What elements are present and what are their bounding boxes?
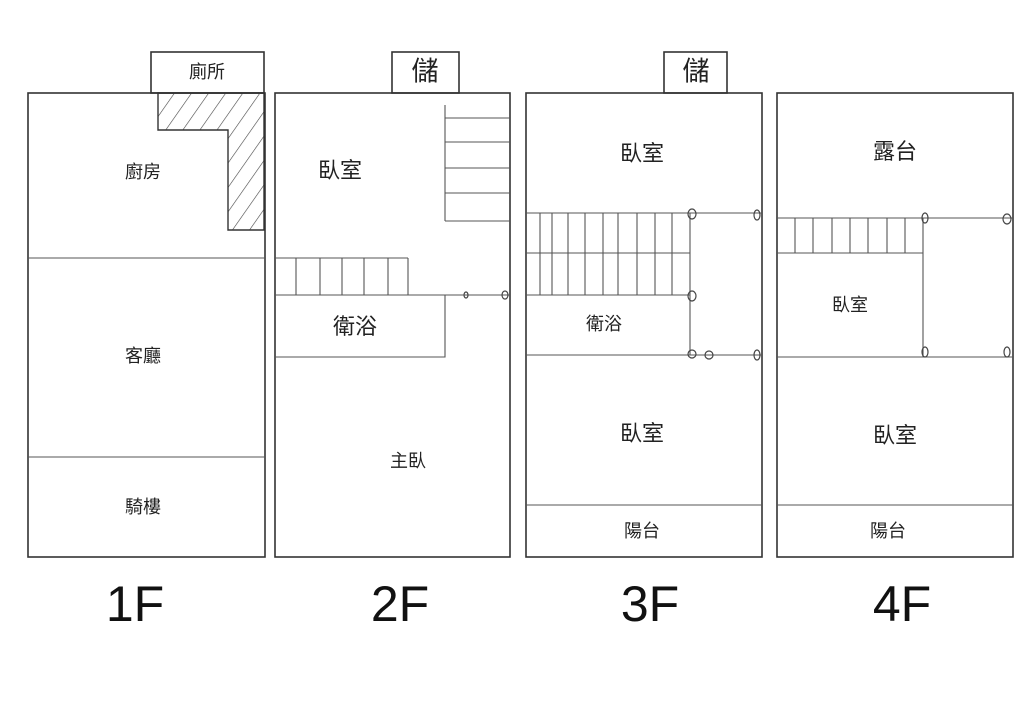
room-arcade: 騎樓	[125, 497, 161, 518]
room-bedroom-front: 臥室	[620, 142, 664, 167]
door-hinge-icon	[687, 208, 697, 220]
floor-1f-outline	[27, 92, 266, 558]
room-terrace: 露台	[873, 140, 917, 165]
door-hinge-icon	[1002, 213, 1012, 225]
room-kitchen: 廚房	[125, 161, 161, 183]
room-storage: 儲	[412, 57, 439, 88]
storage-box	[663, 51, 728, 94]
room-bath: 衛浴	[333, 315, 377, 340]
door-hinge-icon	[753, 349, 761, 361]
door-hinge-icon	[753, 209, 761, 221]
floor-1f: 廁所 廚房 客廳 騎樓 1F	[27, 51, 266, 632]
room-balcony: 陽台	[870, 521, 906, 542]
door-hinge-icon	[687, 290, 697, 302]
floor-2f-outline	[274, 92, 511, 558]
room-bedroom: 臥室	[873, 424, 917, 449]
room-living: 客廳	[125, 346, 161, 367]
floor-3f: 儲 臥室 衛浴 臥室 陽台 3F	[525, 51, 763, 632]
room-storage: 儲	[683, 57, 710, 88]
staircase	[526, 213, 690, 295]
storage-box	[391, 51, 460, 94]
hatched-area	[157, 92, 265, 231]
room-toilet: 廁所	[189, 61, 225, 83]
floor-label-1f: 1F	[106, 576, 164, 632]
room-bath: 衛浴	[586, 314, 622, 335]
room-balcony: 陽台	[624, 521, 660, 542]
door-hinge-icon	[501, 290, 509, 300]
room-master: 主臥	[390, 451, 426, 472]
door-hinge-icon	[687, 349, 697, 359]
bath-wall	[275, 295, 446, 358]
floor-2f: 儲 臥室 衛浴 主臥 2F	[274, 51, 511, 632]
floor-label-2f: 2F	[371, 576, 429, 632]
staircase	[275, 257, 409, 295]
room-bedroom: 臥室	[318, 159, 362, 184]
door-hinge-icon	[1003, 346, 1011, 358]
floor-label-4f: 4F	[873, 576, 931, 632]
room-bedroom-back: 臥室	[620, 422, 664, 447]
floor-4f: 露台 臥室 臥室 陽台 4F	[776, 92, 1014, 632]
door-hinge-icon	[921, 212, 929, 224]
door-hinge-icon	[704, 350, 714, 360]
door-hinge-icon	[921, 346, 929, 358]
staircase	[444, 105, 510, 222]
door-hinge-icon	[463, 291, 469, 299]
floor-label-3f: 3F	[621, 576, 679, 632]
staircase	[777, 218, 923, 254]
room-bedroom-small: 臥室	[832, 295, 868, 316]
floor-3f-outline	[525, 92, 763, 558]
floor-4f-outline	[776, 92, 1014, 558]
